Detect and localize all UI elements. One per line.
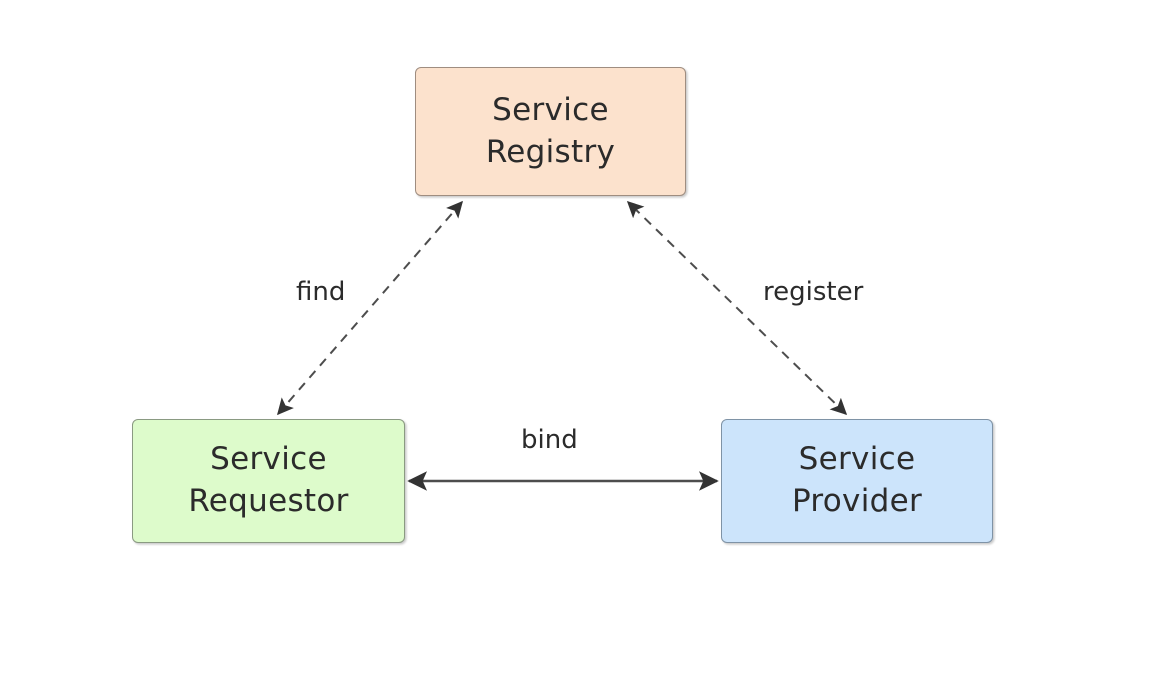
edge-register-line bbox=[626, 200, 848, 416]
node-registry-line1: Service bbox=[492, 91, 609, 128]
node-service-requestor[interactable]: Service Requestor bbox=[132, 419, 405, 543]
edge-label-register: register bbox=[758, 277, 869, 307]
node-provider-line2: Provider bbox=[791, 483, 923, 519]
node-requestor-line2: Requestor bbox=[188, 483, 349, 519]
edge-label-bind: bind bbox=[516, 425, 583, 455]
node-provider-line1: Service bbox=[798, 441, 916, 478]
node-service-registry[interactable]: Service Registry bbox=[415, 67, 686, 196]
edge-find-line bbox=[277, 200, 463, 416]
node-service-provider[interactable]: Service Provider bbox=[721, 419, 993, 543]
edge-label-find: find bbox=[291, 277, 351, 307]
node-registry-line2: Registry bbox=[485, 133, 616, 170]
node-requestor-line1: Service bbox=[210, 441, 327, 478]
